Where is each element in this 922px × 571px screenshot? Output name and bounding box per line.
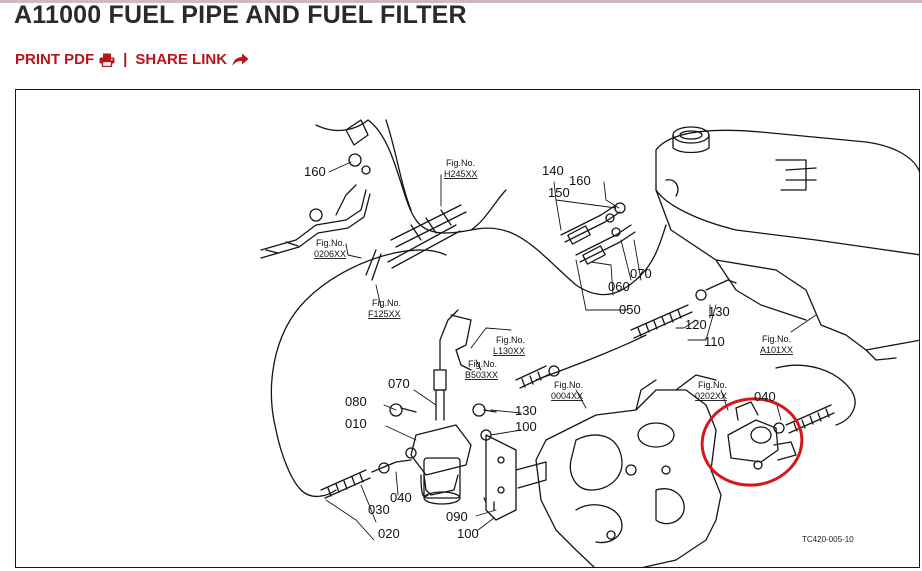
- fuel-pipe-lower-left: [270, 249, 447, 498]
- fuel-pump-part: [727, 401, 797, 470]
- hose-150: [560, 204, 621, 245]
- fig-label: Fig.No.: [446, 158, 475, 168]
- callout-070[interactable]: 070: [388, 376, 410, 391]
- fuel-pipe-pump: [775, 364, 856, 426]
- share-arrow-icon: [232, 53, 249, 67]
- fuel-pipe-upper: [367, 119, 667, 296]
- parts-diagram-frame: 160 140 160 150 070 060 050 130 120 110 …: [15, 89, 920, 568]
- hose-060: [575, 224, 636, 265]
- callout-010[interactable]: 010: [345, 416, 367, 431]
- callout-020[interactable]: 020: [378, 526, 400, 541]
- callout-130[interactable]: 130: [515, 403, 537, 418]
- share-link-label: SHARE LINK: [135, 51, 228, 68]
- filter-bracket: [483, 434, 547, 521]
- hose-030: [320, 459, 412, 499]
- pipe-assembly-0206: [260, 184, 371, 259]
- callout-150[interactable]: 150: [548, 185, 570, 200]
- fuel-pipe-lower-right: [535, 334, 647, 381]
- fig-ref-0004xx[interactable]: 0004XX: [551, 391, 583, 401]
- top-rule: [0, 0, 922, 3]
- callout-040[interactable]: 040: [390, 490, 412, 505]
- share-link[interactable]: SHARE LINK: [135, 51, 249, 68]
- fig-ref-l130xx[interactable]: L130XX: [493, 346, 525, 356]
- callout-160[interactable]: 160: [569, 173, 591, 188]
- callout-120[interactable]: 120: [685, 317, 707, 332]
- callout-160[interactable]: 160: [304, 164, 326, 179]
- fig-ref-b503xx[interactable]: B503XX: [465, 370, 498, 380]
- page-title: A11000 FUEL PIPE AND FUEL FILTER: [14, 1, 467, 29]
- callout-070[interactable]: 070: [630, 266, 652, 281]
- engine-block: [535, 374, 722, 567]
- callout-100[interactable]: 100: [457, 526, 479, 541]
- fuel-pipe-return: [315, 119, 369, 132]
- callout-050[interactable]: 050: [619, 302, 641, 317]
- callout-130[interactable]: 130: [708, 304, 730, 319]
- fig-ref-h245xx[interactable]: H245XX: [444, 169, 478, 179]
- highlight-circle: [700, 397, 804, 487]
- leader-lines: [325, 161, 817, 541]
- fuel-filter-assembly: [389, 309, 497, 505]
- hose-130-right: [515, 365, 560, 389]
- callout-040[interactable]: 040: [754, 389, 776, 404]
- clamp-160-upper: [348, 153, 362, 167]
- fig-label: Fig.No.: [698, 380, 727, 390]
- fig-label: Fig.No.: [372, 298, 401, 308]
- callout-140[interactable]: 140: [542, 163, 564, 178]
- fig-label: Fig.No.: [496, 335, 525, 345]
- callout-060[interactable]: 060: [608, 279, 630, 294]
- callout-100[interactable]: 100: [515, 419, 537, 434]
- fuel-tank: [655, 126, 919, 361]
- fig-ref-a101xx[interactable]: A101XX: [760, 345, 793, 355]
- fig-ref-0206xx[interactable]: 0206XX: [314, 249, 346, 259]
- hose-040-right: [773, 404, 835, 434]
- callout-090[interactable]: 090: [446, 509, 468, 524]
- fig-label: Fig.No.: [316, 238, 345, 248]
- fig-label: Fig.No.: [468, 359, 497, 369]
- print-pdf-link[interactable]: PRINT PDF: [15, 51, 115, 68]
- print-pdf-label: PRINT PDF: [15, 51, 95, 68]
- action-separator: |: [123, 51, 128, 68]
- fig-ref-0202xx[interactable]: 0202XX: [695, 391, 727, 401]
- parts-diagram: 160 140 160 150 070 060 050 130 120 110 …: [260, 119, 919, 567]
- hose-bundle-h245: [365, 204, 467, 281]
- callout-080[interactable]: 080: [345, 394, 367, 409]
- fig-label: Fig.No.: [762, 334, 791, 344]
- fig-ref-f125xx[interactable]: F125XX: [368, 309, 401, 319]
- callout-110[interactable]: 110: [704, 334, 725, 349]
- drawing-code: TC420-005-10: [802, 535, 854, 544]
- hose-050: [630, 279, 737, 339]
- fuel-pipe-top-loop: [385, 119, 507, 231]
- action-bar: PRINT PDF | SHARE LINK: [15, 51, 249, 68]
- fig-label: Fig.No.: [554, 380, 583, 390]
- callout-030[interactable]: 030: [368, 502, 390, 517]
- printer-icon: [99, 53, 115, 67]
